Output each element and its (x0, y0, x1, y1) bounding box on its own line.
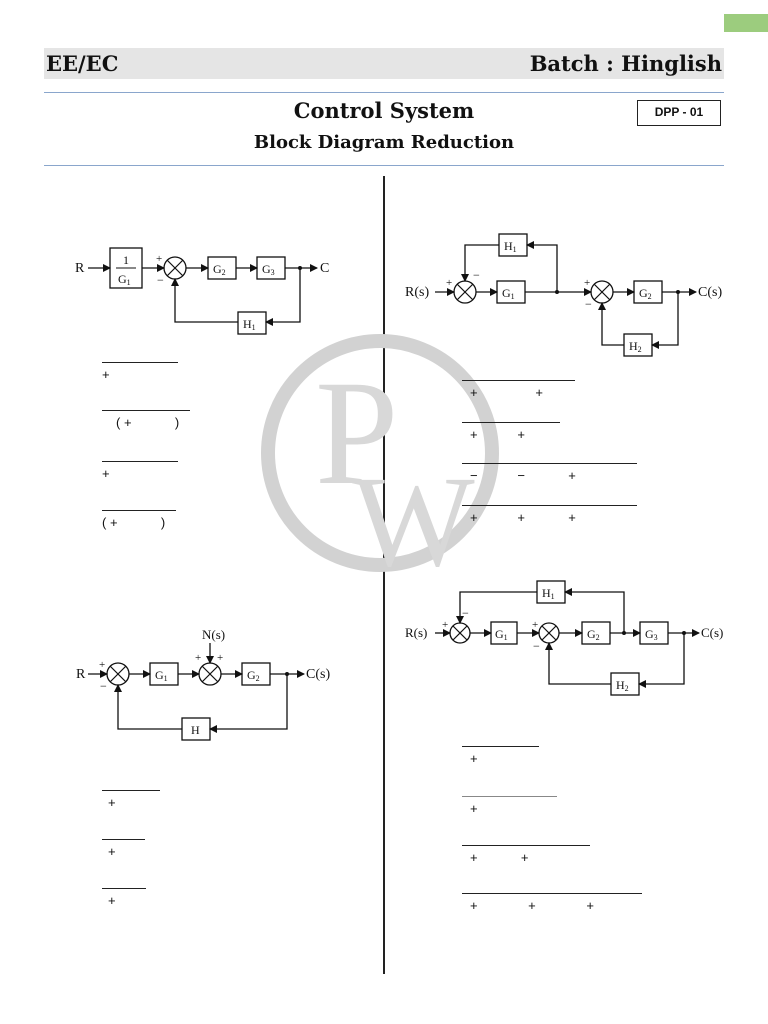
svg-text:−: − (585, 297, 592, 311)
d4-input-label: R(s) (405, 625, 427, 640)
svg-text:+: + (532, 619, 538, 631)
svg-text:G3: G3 (645, 627, 658, 642)
svg-text:+: + (446, 277, 452, 289)
svg-text:+: + (195, 652, 201, 664)
d2-input-label: R(s) (405, 285, 429, 300)
page-title: Control System (293, 98, 475, 123)
block-diagram-2: R(s) + − G1 H1 + − G2 C(s) H2 (405, 233, 722, 357)
d1-gain-num: 1 (123, 253, 129, 267)
svg-text:P: P (315, 350, 398, 516)
d3-input-label: R (76, 667, 86, 682)
d1-h1-block (237, 311, 267, 335)
svg-text:H1: H1 (542, 586, 555, 601)
svg-text:G2: G2 (639, 286, 652, 301)
header-rule-bottom (44, 165, 724, 166)
d4-output-label: C(s) (701, 625, 723, 640)
d3-output-label: C(s) (306, 667, 330, 682)
svg-text:+: + (442, 619, 448, 631)
svg-text:+: + (217, 652, 223, 664)
svg-text:G2: G2 (247, 668, 260, 683)
d1-g2: G (213, 262, 222, 276)
header-band: EE/EC Batch : Hinglish (44, 48, 724, 79)
svg-text:H: H (191, 723, 200, 737)
page-subtitle: Block Diagram Reduction (253, 132, 515, 153)
d1-gain-den-sub: 1 (127, 278, 131, 287)
block-diagram-1: R 1 G1 + − G2 G3 C H1 (75, 247, 329, 335)
svg-text:G1: G1 (155, 668, 168, 683)
batch-label: Batch : Hinglish (529, 51, 722, 76)
d1-minus: − (157, 273, 164, 287)
svg-text:+: + (99, 659, 105, 671)
svg-text:G2: G2 (213, 262, 226, 277)
course-label: EE/EC (46, 51, 119, 76)
svg-text:G1: G1 (118, 272, 131, 287)
svg-text:G3: G3 (262, 262, 275, 277)
pw-watermark-logo: P W (261, 334, 499, 573)
svg-text:+: + (584, 277, 590, 289)
svg-text:G1: G1 (502, 286, 515, 301)
d1-gain-den: G (118, 272, 127, 286)
d1-h1: H (243, 317, 252, 331)
svg-text:H1: H1 (504, 239, 517, 254)
header-rule-top (44, 92, 724, 93)
dpp-badge: DPP - 01 (637, 100, 721, 126)
corner-tab (724, 14, 768, 32)
column-divider (383, 176, 385, 974)
svg-text:H2: H2 (616, 678, 629, 693)
svg-text:−: − (533, 639, 540, 653)
d1-plus: + (156, 253, 162, 265)
svg-text:H2: H2 (629, 339, 642, 354)
svg-text:W: W (352, 450, 475, 573)
svg-text:−: − (473, 268, 480, 282)
svg-text:−: − (462, 606, 469, 620)
svg-text:G2: G2 (587, 627, 600, 642)
d3-noise-label: N(s) (202, 627, 225, 642)
d1-input-label: R (75, 261, 85, 276)
block-diagram-3: R + − G1 N(s) + + G2 C(s) H (76, 627, 330, 741)
d1-g3: G (262, 262, 271, 276)
svg-text:G1: G1 (495, 627, 508, 642)
svg-text:H1: H1 (243, 317, 256, 332)
svg-text:−: − (100, 679, 107, 693)
d2-output-label: C(s) (698, 285, 722, 300)
block-diagram-4: R(s) + − G1 + − G2 G3 C(s) H1 H2 (405, 580, 723, 696)
d1-output-label: C (320, 261, 329, 276)
